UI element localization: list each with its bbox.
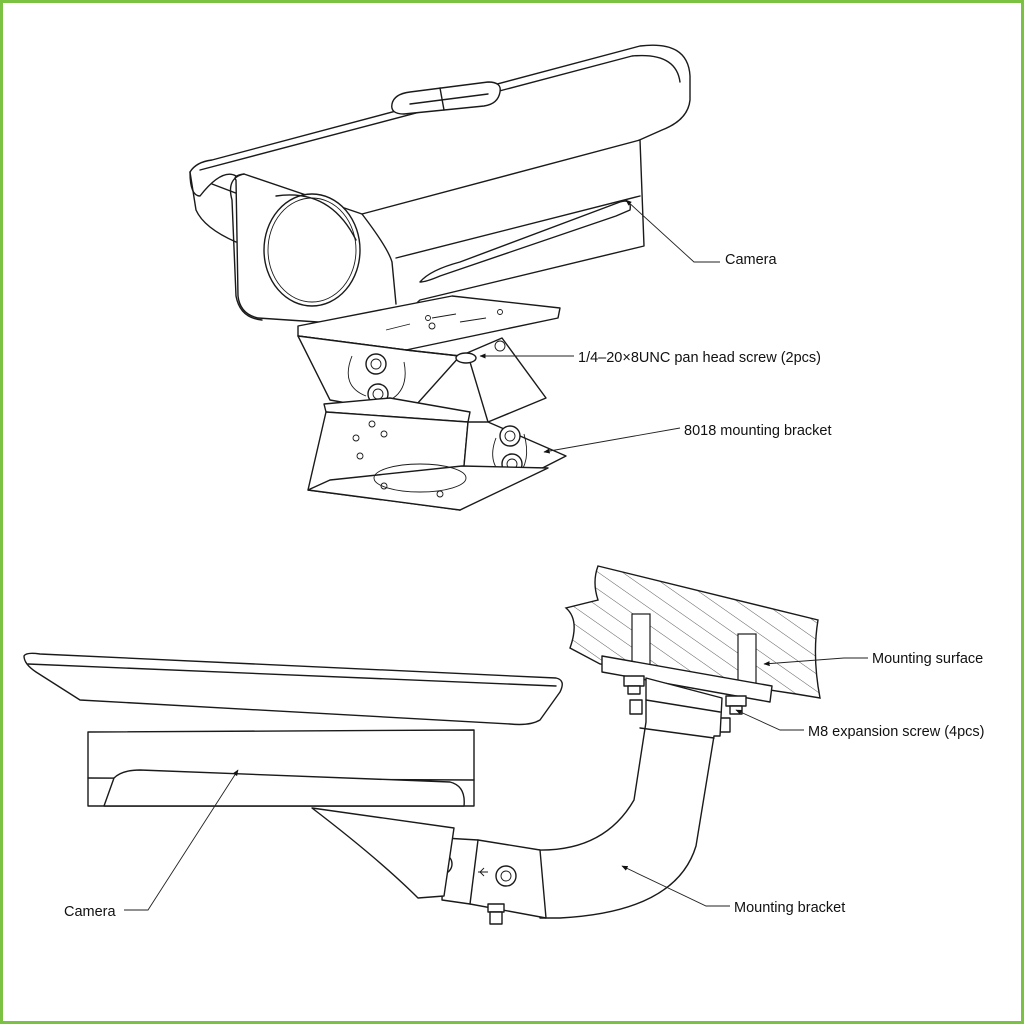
expansion-screw-label: M8 expansion screw (4pcs) [808, 724, 985, 740]
mounting-bracket-8018-label: 8018 mounting bracket [684, 423, 832, 439]
bottom-leaders [124, 657, 868, 911]
top-bracket-drawing [297, 295, 567, 511]
bottom-bracket-drawing [311, 675, 747, 925]
top-camera-drawing [189, 44, 691, 327]
pan-head-screw-label: 1/4–20×8UNC pan head screw (2pcs) [578, 350, 821, 366]
top-camera-label: Camera [725, 252, 778, 268]
mounting-bracket-label: Mounting bracket [734, 900, 845, 916]
bottom-camera-label: Camera [64, 904, 117, 920]
bottom-camera-drawing [23, 652, 563, 807]
top-leaders [479, 199, 720, 454]
mounting-surface-label: Mounting surface [872, 651, 983, 667]
mounting-surface-drawing [564, 565, 821, 703]
